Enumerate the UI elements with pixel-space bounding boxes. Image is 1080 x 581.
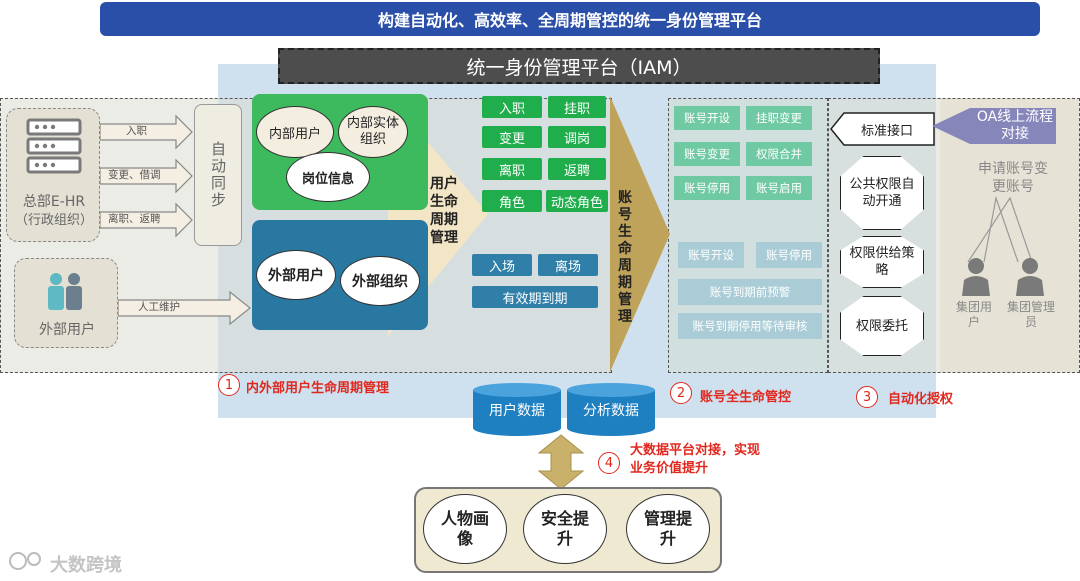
double-arrow-icon — [538, 434, 584, 490]
oa-shape — [932, 108, 1056, 144]
marker-3: 3 — [856, 386, 878, 408]
card-pale-expire-warning: 账号到期前预警 — [678, 279, 822, 305]
card-pale-account-open: 账号开设 — [678, 242, 744, 268]
oa-request: 申请账号变更账号 — [978, 161, 1048, 195]
database-user-label: 用户数据 — [489, 403, 545, 419]
circle-management: 管理提升 — [626, 494, 710, 564]
marker-4: 4 — [598, 452, 620, 474]
marker-2-text: 账号全生命管控 — [700, 390, 792, 405]
card-pale-account-disable: 账号停用 — [756, 242, 822, 268]
people-icon — [48, 273, 82, 310]
circle-persona: 人物画像 — [423, 494, 507, 564]
btn-leave[interactable]: 离场 — [538, 254, 598, 276]
marker-2: 2 — [670, 382, 692, 404]
circle-security: 安全提升 — [523, 494, 607, 564]
btn-validity-expire[interactable]: 有效期到期 — [472, 286, 598, 308]
octagon-delegation: 权限委托 — [840, 296, 924, 356]
btn-secondment[interactable]: 挂职 — [548, 96, 606, 118]
iam-platform-title: 统一身份管理平台（IAM） — [278, 48, 880, 84]
group-admin-label: 集团管理员 — [1006, 300, 1055, 329]
btn-dynamic-role[interactable]: 动态角色 — [546, 190, 608, 212]
card-pale-expire-disable: 账号到期停用等待审核 — [678, 313, 822, 339]
marker-1: 1 — [218, 374, 240, 396]
btn-enter[interactable]: 入场 — [472, 254, 532, 276]
account-lifecycle-label: 账号生命周期管理 — [618, 190, 632, 325]
database-user-icon — [473, 383, 561, 436]
post-info-ellipse: 岗位信息 — [286, 152, 370, 202]
server-icon — [26, 118, 82, 174]
group-admin-icon — [1016, 258, 1044, 296]
oa-connector-lines — [967, 196, 1033, 263]
hr-arrows — [100, 114, 193, 238]
card-account-disable: 账号停用 — [674, 176, 740, 200]
octagon-public-auto: 公共权限自动开通 — [840, 156, 924, 230]
internal-org-ellipse: 内部实体组织 — [338, 106, 408, 158]
card-account-open: 账号开设 — [674, 106, 740, 130]
ext-arrow-label: 人工维护 — [138, 301, 180, 313]
page-title-banner: 构建自动化、高效率、全周期管控的统一身份管理平台 — [100, 2, 1040, 36]
marker-1-text: 内外部用户生命周期管理 — [246, 381, 390, 396]
auto-sync-box: 自动同步 — [194, 104, 242, 246]
ext-arrow — [118, 290, 251, 326]
watermark-logo-icon — [9, 552, 41, 570]
hr-arrow-label-1: 入职 — [126, 125, 147, 137]
btn-transfer[interactable]: 调岗 — [548, 126, 606, 148]
hr-source-sublabel: （行政组织） — [14, 213, 93, 228]
database-analysis-label: 分析数据 — [583, 403, 639, 419]
hr-arrow-label-2: 变更、借调 — [108, 169, 161, 181]
btn-change[interactable]: 变更 — [482, 126, 542, 148]
user-lifecycle-label: 用户生命周期管理 — [430, 176, 458, 246]
group-user-icon — [962, 258, 990, 296]
std-interface-label: 标准接口 — [860, 123, 913, 139]
marker-4-text: 大数据平台对接，实现业务价值提升 — [630, 443, 761, 476]
hr-source-box: 总部E-HR （行政组织） — [6, 108, 100, 242]
card-permission-merge: 权限合并 — [746, 142, 812, 166]
auto-sync-label: 自动同步 — [209, 141, 227, 209]
btn-role[interactable]: 角色 — [482, 190, 542, 212]
octagon-supply-strategy: 权限供给策略 — [840, 236, 924, 288]
card-account-change: 账号变更 — [674, 142, 740, 166]
external-org-ellipse: 外部组织 — [340, 256, 420, 306]
oa-title: OA线上流程对接 — [976, 109, 1054, 142]
hr-arrow-label-3: 离职、返聘 — [108, 213, 161, 225]
card-account-enable: 账号启用 — [746, 176, 812, 200]
card-secondment-change: 挂职变更 — [746, 106, 812, 130]
btn-rehire[interactable]: 返聘 — [548, 158, 606, 180]
external-source-box: 外部用户 — [14, 258, 118, 348]
group-user-label: 集团用户 — [955, 300, 992, 329]
database-analysis-icon — [567, 383, 655, 436]
marker-3-text: 自动化授权 — [888, 392, 954, 407]
btn-onboard[interactable]: 入职 — [482, 96, 542, 118]
external-user-ellipse: 外部用户 — [256, 250, 336, 300]
external-source-label: 外部用户 — [39, 322, 95, 338]
watermark-text: 大数跨境 — [50, 555, 122, 576]
account-lifecycle-arrow — [610, 96, 670, 372]
hr-source-label: 总部E-HR — [22, 194, 86, 210]
btn-resign[interactable]: 离职 — [482, 158, 542, 180]
std-interface-shape — [830, 112, 935, 146]
internal-user-ellipse: 内部用户 — [256, 106, 334, 158]
